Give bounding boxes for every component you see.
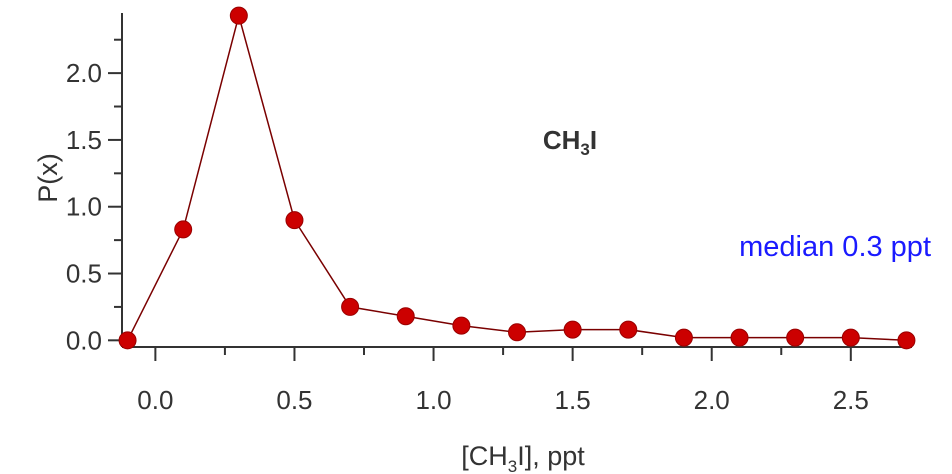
data-point	[619, 320, 638, 339]
x-tick-label: 0.0	[137, 385, 173, 415]
data-point	[174, 220, 193, 239]
data-point	[508, 323, 526, 342]
x-tick-label: 1.0	[415, 385, 451, 415]
data-point	[452, 316, 471, 335]
x-tick-label: 1.5	[555, 385, 591, 415]
tick-labels: 0.0 0.5 1.0 1.5 2.0 2.5 0.0 0.5 1.0 1.5 2.0	[66, 58, 869, 415]
series-line	[126, 12, 907, 342]
data-point	[118, 331, 137, 350]
data-point	[786, 328, 805, 347]
y-tick-label: 1.5	[66, 125, 102, 155]
data-point	[341, 297, 360, 316]
data-point	[897, 331, 916, 350]
y-tick-label: 1.0	[66, 192, 102, 222]
series	[118, 6, 916, 350]
axes	[121, 13, 912, 348]
data-point	[396, 307, 415, 326]
data-point	[285, 211, 304, 230]
median-annotation: median 0.3 ppt	[739, 231, 931, 263]
data-point	[674, 328, 693, 347]
x-axis-title: [CH3I], ppt	[461, 441, 585, 474]
x-tick-label: 0.5	[276, 385, 312, 415]
data-point	[841, 328, 860, 347]
x-tick-label: 2.0	[694, 385, 730, 415]
x-tick-label: 2.5	[833, 385, 869, 415]
y-tick-label: 2.0	[66, 58, 102, 88]
data-point	[563, 320, 582, 339]
data-point	[229, 6, 248, 25]
y-axis-title: P(x)	[33, 153, 63, 203]
y-tick-label: 0.0	[66, 325, 102, 355]
data-point	[730, 328, 749, 347]
species-label: CH3I	[543, 125, 597, 159]
y-tick-label: 0.5	[66, 259, 102, 289]
